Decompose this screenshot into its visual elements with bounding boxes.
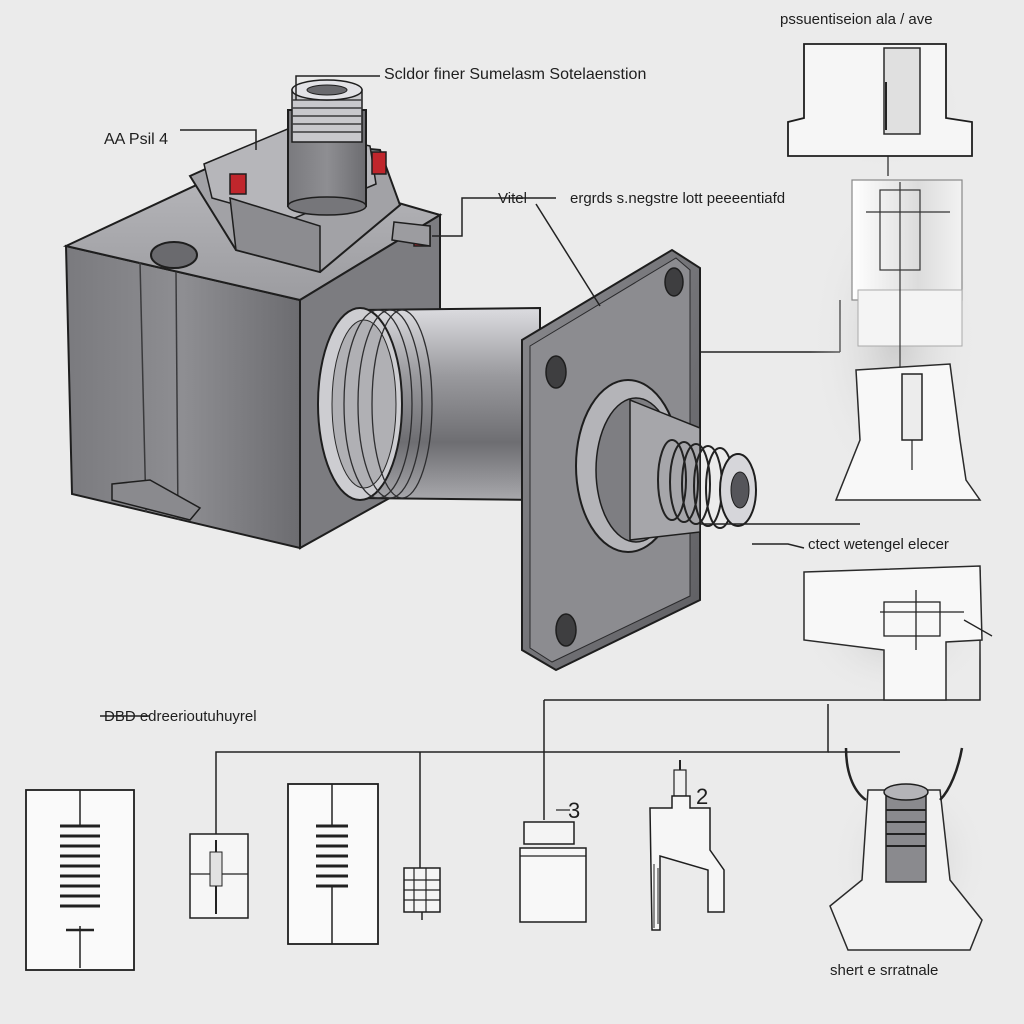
label-number-3: 3 bbox=[568, 798, 581, 823]
part-top-right bbox=[787, 40, 973, 176]
label-top-right: pssuentiseion ala / ave bbox=[780, 11, 933, 28]
component-cartridge bbox=[189, 833, 249, 919]
label-number-2: 2 bbox=[696, 784, 709, 809]
component-spring-1 bbox=[25, 789, 135, 971]
part-bottom-right bbox=[829, 747, 990, 951]
flange-hole-top-left bbox=[545, 355, 567, 389]
label-left-mid: DBD edreerioutuhuyrel bbox=[104, 708, 257, 725]
flange-hole-top-right bbox=[664, 267, 684, 297]
label-bottom-right: shert e srratnale bbox=[830, 962, 939, 979]
component-2 bbox=[649, 760, 725, 931]
flange-hole-bottom-left bbox=[555, 613, 577, 647]
label-mid-right: ctect wetengel elecer bbox=[808, 536, 949, 553]
label-top-center: Scldor finer Sumelasm Sotelaenstion bbox=[384, 66, 647, 83]
top-threaded-fitting bbox=[287, 79, 367, 216]
component-coil-small bbox=[403, 867, 441, 920]
component-spring-2 bbox=[287, 783, 379, 945]
red-terminal-right bbox=[371, 151, 387, 175]
part-right-column bbox=[810, 179, 982, 501]
outlet-stem bbox=[575, 379, 757, 553]
part-mid-right bbox=[800, 560, 993, 701]
label-vitel: Vitel bbox=[498, 190, 527, 207]
label-center-right: ergrds s.negstre lott peeeentiafd bbox=[570, 190, 786, 207]
solenoid-cylinder bbox=[317, 306, 541, 502]
component-3 bbox=[519, 809, 587, 923]
red-terminal-left bbox=[229, 173, 247, 195]
label-left-top: AA Psil 4 bbox=[104, 131, 169, 148]
